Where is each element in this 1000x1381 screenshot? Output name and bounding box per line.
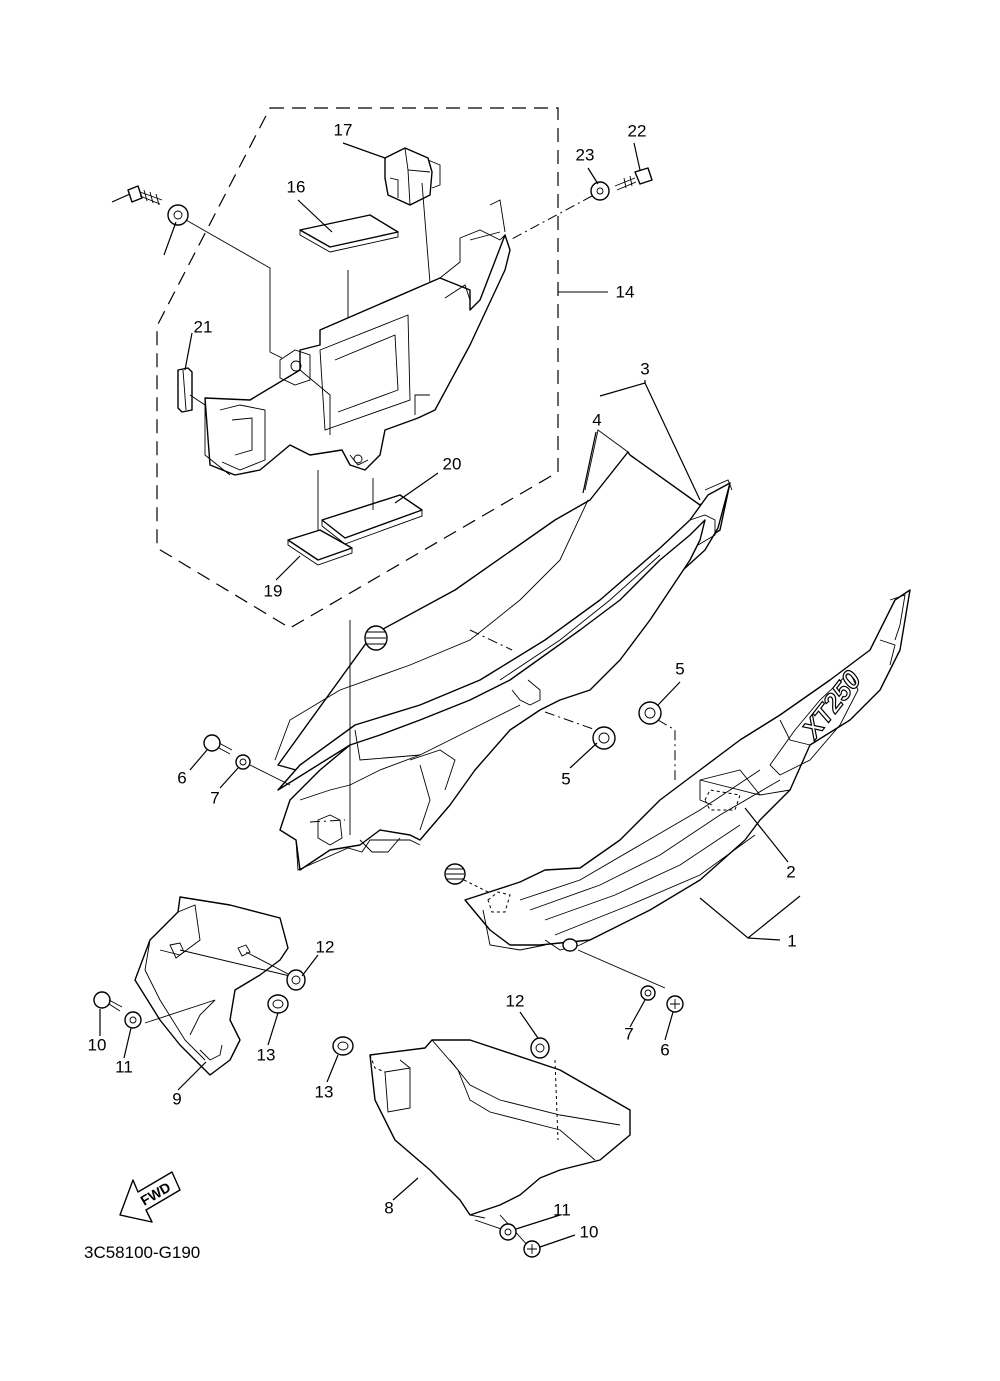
pad-18	[321, 494, 423, 539]
grommet-13-right	[332, 1036, 354, 1056]
grommet-13-left	[267, 994, 289, 1014]
callout-12-right: 12	[506, 991, 525, 1010]
pad-15	[299, 214, 399, 248]
callout-11-left: 11	[115, 1057, 133, 1076]
grommet-top	[364, 625, 388, 651]
washer-7-right	[640, 985, 656, 1001]
screw-6-right	[666, 995, 684, 1013]
callout-16: 17	[334, 120, 353, 139]
rivet-lower-cover	[562, 938, 578, 952]
callout-9: 9	[172, 1089, 181, 1108]
callout-8: 8	[384, 1198, 393, 1217]
relay-16	[384, 147, 441, 206]
forward-arrow-icon: FWD	[119, 1171, 181, 1223]
callout-11-right: 11	[553, 1200, 571, 1219]
collar-11-right	[499, 1223, 517, 1241]
callout-12-left: 12	[316, 937, 335, 956]
grommet-5-right	[638, 701, 662, 725]
callout-4: 4	[592, 410, 601, 429]
collar-23	[167, 204, 189, 226]
callout-7-right: 7	[624, 1024, 633, 1043]
grommet-lower-left	[444, 863, 466, 885]
washer-21	[590, 181, 610, 201]
callout-19: 21	[194, 317, 213, 336]
callout-13-left: 13	[257, 1045, 276, 1064]
grommet-12-right	[530, 1037, 550, 1059]
callout-1: 1	[787, 931, 796, 950]
callout-14: 14	[616, 282, 635, 301]
screw-10-left	[93, 991, 123, 1012]
callout-15: 16	[287, 177, 306, 196]
side-cover-9	[134, 896, 289, 1076]
callout-20: 22	[628, 121, 647, 140]
callout-6-left: 6	[177, 768, 186, 787]
screw-10-right	[523, 1240, 541, 1258]
washer-7-left	[235, 754, 251, 770]
collar-11-left	[124, 1011, 142, 1029]
callout-2: 2	[786, 862, 795, 881]
callout-10-left: 10	[88, 1035, 107, 1054]
callout-10-right: 10	[580, 1222, 599, 1241]
side-cover-8	[369, 1039, 631, 1219]
grommet-12-left	[286, 969, 306, 991]
callout-7-left: 7	[210, 788, 219, 807]
callout-leaders	[99, 142, 801, 1248]
screw-6-left	[203, 734, 233, 755]
callout-21: 23	[576, 145, 595, 164]
side-cover-3	[274, 451, 733, 871]
callout-13-right: 13	[315, 1082, 334, 1101]
callout-5-mid: 5	[561, 769, 570, 788]
strip-19	[177, 367, 193, 413]
bolt-22	[127, 185, 163, 206]
callout-3: 3	[640, 359, 649, 378]
grommet-5-mid	[592, 726, 616, 750]
callout-17: 19	[264, 581, 283, 600]
callout-6-right: 6	[660, 1040, 669, 1059]
callout-5-right: 5	[675, 659, 684, 678]
assembly-14-boundary	[156, 107, 559, 629]
battery-bracket	[204, 199, 511, 476]
callout-18: 20	[443, 454, 462, 473]
drawing-code: 3C58100-G190	[84, 1243, 200, 1262]
callout-labels: 17 16 21 22 23 14 20 19 3 4 5 5 6 7 2 1 …	[88, 120, 797, 1241]
bolt-20	[614, 167, 653, 191]
